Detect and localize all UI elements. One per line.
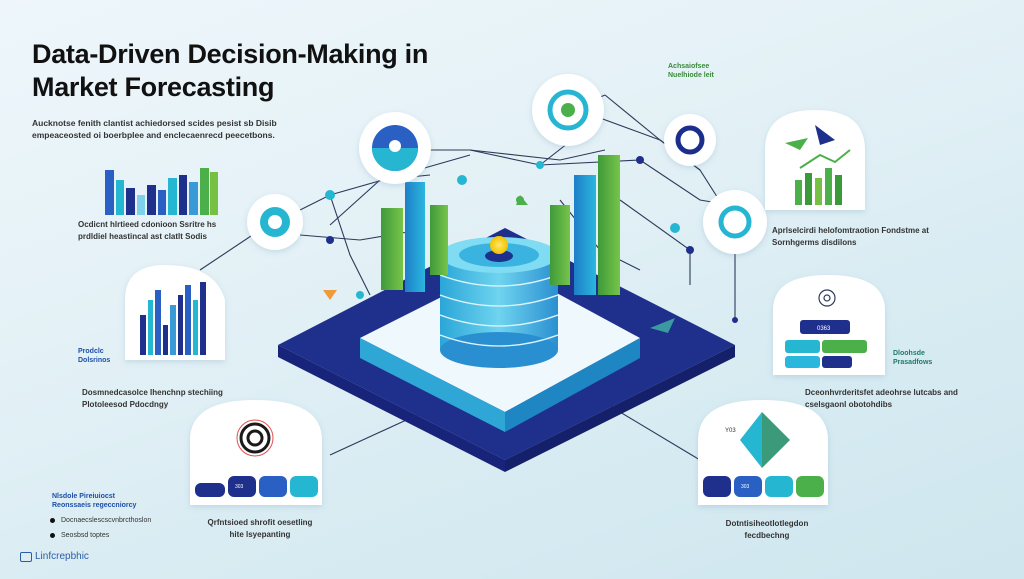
caption-left-bottom: Qrfntsioed shrofit oesetling hite lsyepa… [207,518,313,539]
intro-text: Aucknotse fenith clantist achiedorsed sc… [32,118,277,140]
bottom-list-item-label: Seosbsd toptes [61,532,110,539]
left-mid-card [125,265,225,360]
caption-left-mid: Dosmnedcasolce Ihenchnp stechiing Plotol… [82,388,223,409]
bullet-icon [50,533,55,538]
caption-right-bottom: Dotntisiheotlotlegdon fecdbechng [725,519,809,540]
data-cylinder [439,236,559,368]
circle-icons [247,74,767,254]
right-top-card [765,110,865,210]
bottom-left-card [190,400,322,505]
connector-nodes [325,107,738,323]
tag-predictive: Prodclc Dolsrinos [78,348,111,364]
platform-bars [381,155,620,295]
bottom-right-small-label: Y03 [725,428,736,434]
brand-label: Linfcrepbhic [35,551,89,562]
bottom-right-chip-label: 303 [741,484,750,490]
bottom-right-card [698,400,828,505]
bottom-list-item: Docnaecslescscvnbrcthoslon [50,517,151,524]
arrows [323,195,675,333]
bottom-list-item: Seosbsd toptes [50,532,109,539]
right-mid-card [773,275,885,375]
infographic-icon [20,551,32,562]
top-right-tag: Achsaiofsee Nuelhiode leit [668,63,714,79]
page-title: Data-Driven Decision-Making in Market Fo… [32,39,429,102]
bottom-list-item-label: Docnaecslescscvnbrcthoslon [61,517,152,524]
tag-dashboard: Dloohsde Prasadfows [893,350,933,366]
right-panel-chip-label: 0363 [817,326,831,332]
caption-right-top: Aprlselcirdi helofomtraotion Fondstme at… [772,226,929,247]
bottom-left-title-tag: Nlsdole Pireiuiocst Reonssaeis regeccnio… [52,493,137,509]
bullet-icon [50,518,55,523]
caption-left-top: Ocdicnt hlrtieed cdonioon Ssritre hs prd… [78,220,217,241]
left-bar-chart [105,168,218,215]
caption-right-mid: Dceonhvrderitsfet adeohrse lutcabs and c… [805,388,958,409]
bottom-left-chip-label: 303 [235,484,244,490]
brand-logo: Linfcrepbhic [20,551,89,562]
